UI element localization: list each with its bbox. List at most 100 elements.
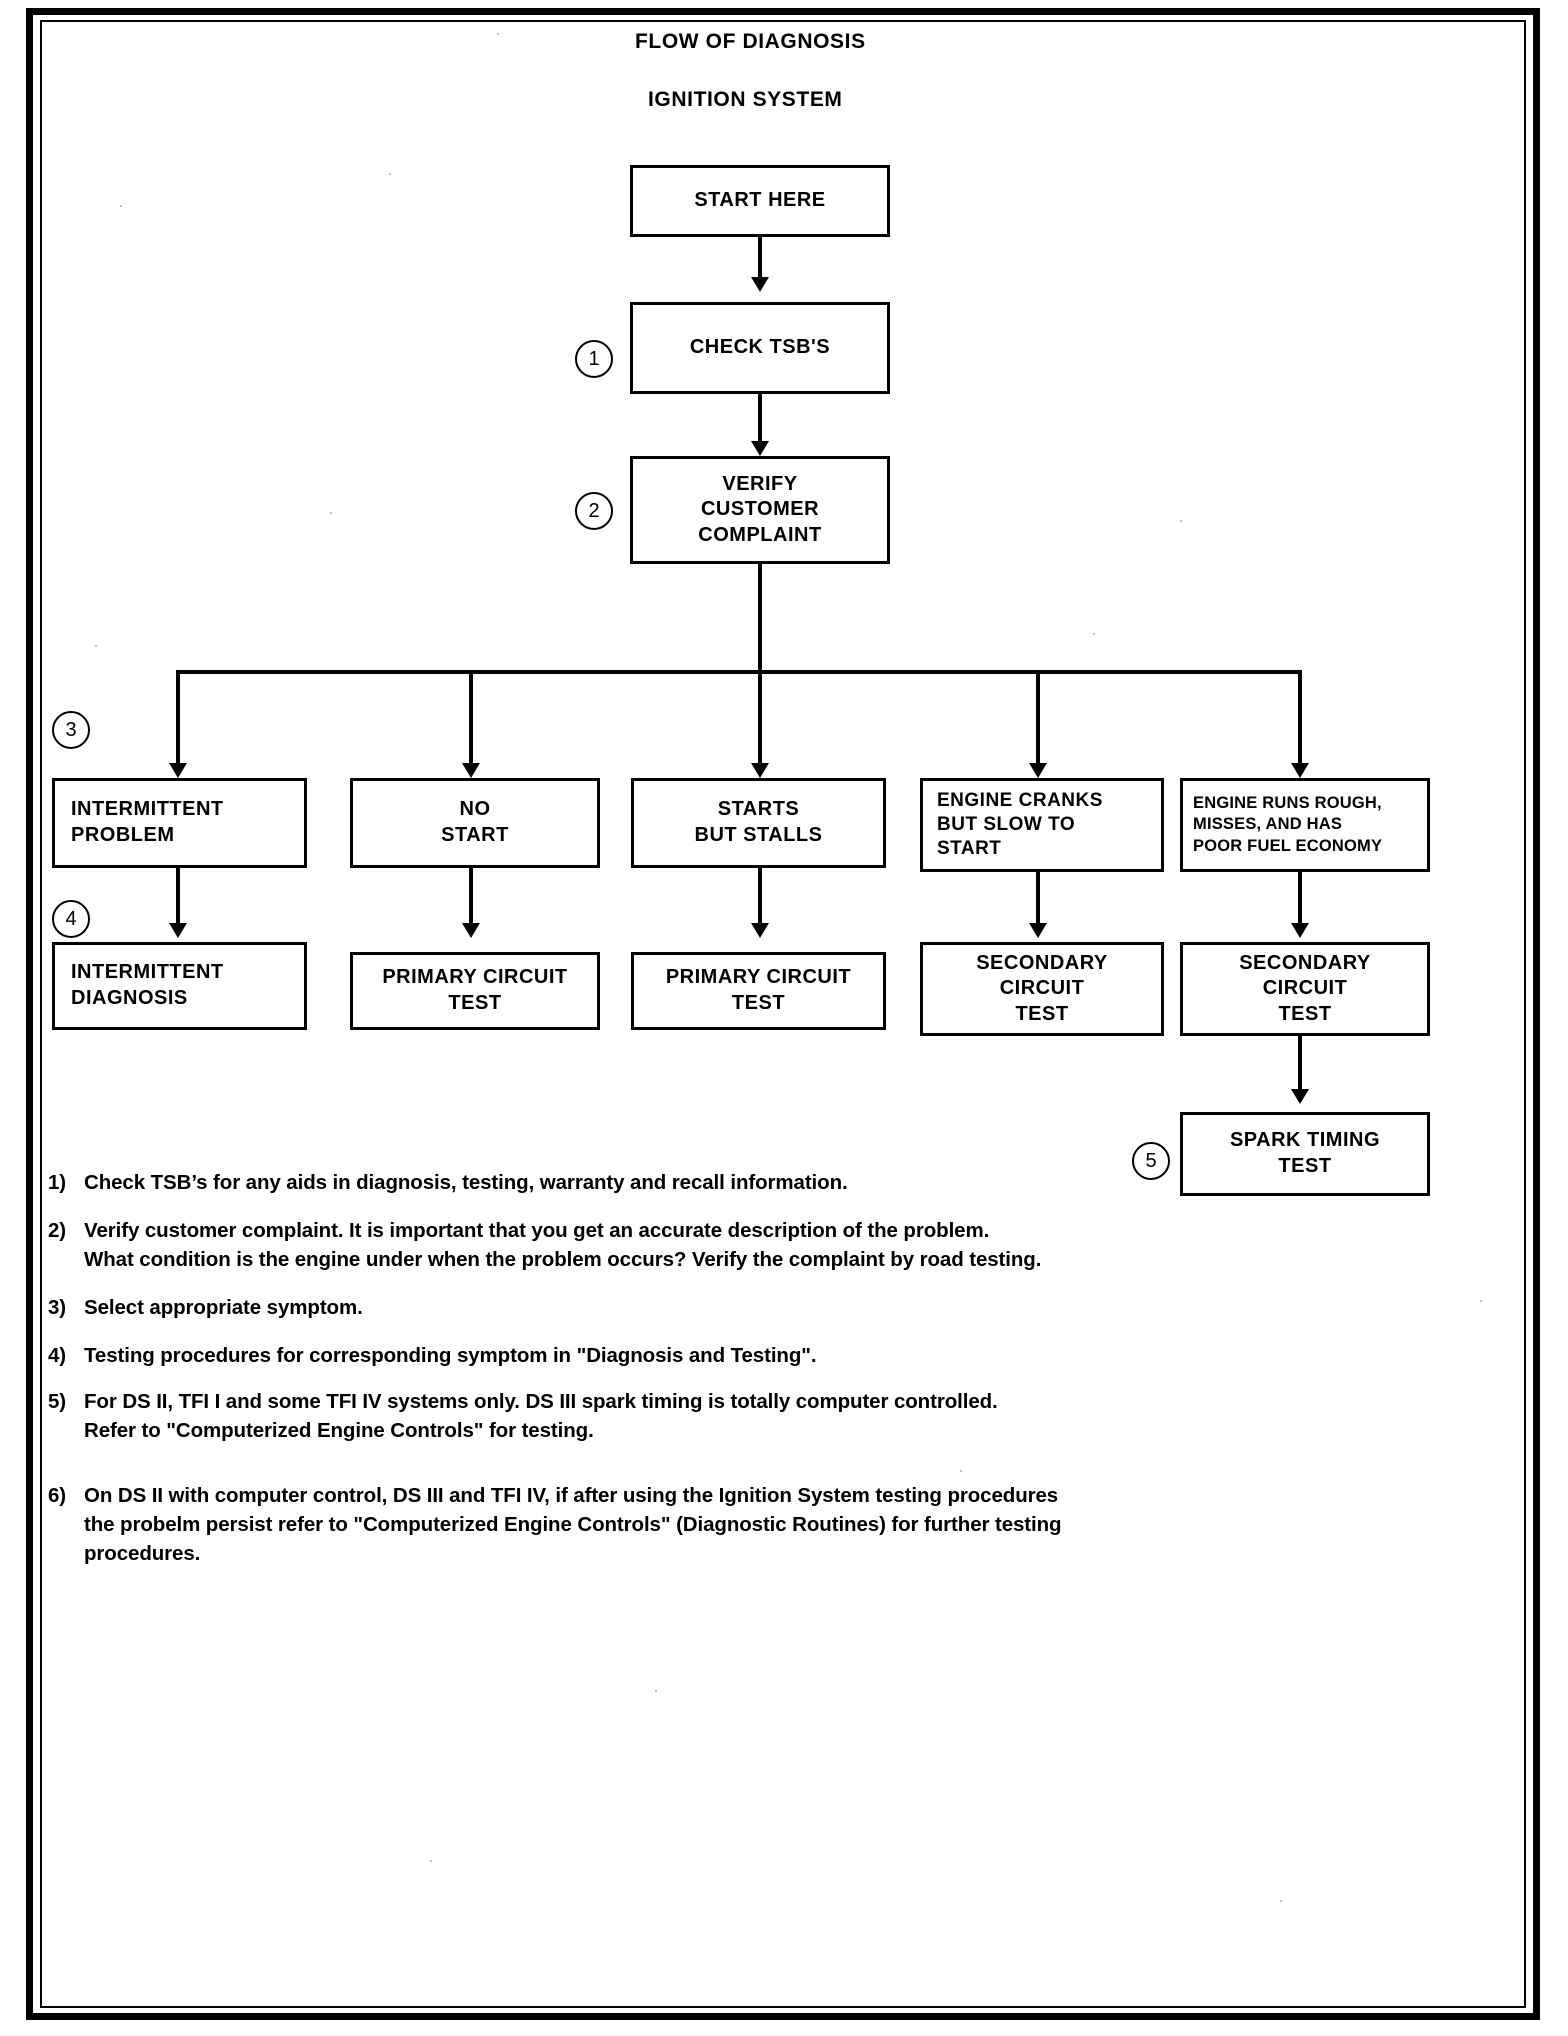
flow-marker-3-label: 3	[65, 718, 77, 741]
branch-drop-5	[1298, 670, 1302, 770]
scan-speck	[1480, 1300, 1482, 1302]
scan-speck	[95, 645, 97, 647]
arrowhead-branch-1	[169, 763, 187, 778]
note-2-number: 2)	[48, 1219, 67, 1243]
flow-marker-5-label: 5	[1145, 1149, 1157, 1172]
note-6-line-1: On DS II with computer control, DS III a…	[84, 1483, 1059, 1507]
note-2-line-2: What condition is the engine under when …	[84, 1248, 1042, 1272]
scan-speck	[655, 1690, 657, 1692]
flow-node-spark-timing-test-label: SPARK TIMING TEST	[1229, 1129, 1381, 1177]
arrowhead-branch-3	[751, 763, 769, 778]
flow-marker-5: 5	[1132, 1142, 1170, 1180]
flow-node-verify-complaint[interactable]: VERIFY CUSTOMER COMPLAINT	[630, 456, 890, 564]
note-item-3: 3) Select appropriate symptom.	[48, 1293, 1428, 1322]
note-3-line-1: Select appropriate symptom.	[84, 1296, 363, 1320]
flow-node-engine-runs-rough-label: ENGINE RUNS ROUGH, MISSES, AND HAS POOR …	[1193, 794, 1383, 855]
arrowhead-sym5-to-test5	[1291, 923, 1309, 938]
flow-marker-4: 4	[52, 900, 90, 938]
flow-node-verify-complaint-label: VERIFY CUSTOMER COMPLAINT	[698, 472, 822, 546]
flow-marker-3: 3	[52, 711, 90, 749]
arrowhead-sym1-to-test1	[169, 923, 187, 938]
flow-node-engine-cranks-slow-label: ENGINE CRANKS BUT SLOW TO START	[937, 789, 1103, 860]
branch-drop-1	[176, 670, 180, 770]
flow-node-primary-circuit-test-1-label: PRIMARY CIRCUIT TEST	[382, 966, 568, 1014]
note-3-number: 3)	[48, 1296, 67, 1320]
scan-speck	[1180, 520, 1182, 522]
connector-verify-to-bus	[758, 564, 762, 674]
note-4-number: 4)	[48, 1344, 67, 1368]
flow-node-no-start[interactable]: NO START	[350, 778, 600, 868]
note-item-1: 1) Check TSB’s for any aids in diagnosis…	[48, 1168, 1428, 1197]
scan-speck	[960, 1470, 962, 1472]
flow-node-spark-timing-test[interactable]: SPARK TIMING TEST	[1180, 1112, 1430, 1196]
note-6-line-2: the probelm persist refer to "Computeriz…	[84, 1512, 1062, 1536]
flow-node-starts-but-stalls[interactable]: STARTS BUT STALLS	[631, 778, 886, 868]
flow-node-starts-but-stalls-label: STARTS BUT STALLS	[694, 798, 823, 846]
flow-node-primary-circuit-test-2-label: PRIMARY CIRCUIT TEST	[665, 966, 852, 1014]
note-item-6: 6) On DS II with computer control, DS II…	[48, 1481, 1428, 1568]
note-6-line-3: procedures.	[84, 1541, 201, 1565]
note-item-2: 2) Verify customer complaint. It is impo…	[48, 1216, 1428, 1274]
flow-node-secondary-circuit-test-1[interactable]: SECONDARY CIRCUIT TEST	[920, 942, 1164, 1036]
page-title: FLOW OF DIAGNOSIS	[635, 30, 866, 53]
flow-marker-1-label: 1	[588, 347, 600, 370]
arrowhead-start-to-check	[751, 277, 769, 292]
arrowhead-sym4-to-test4	[1029, 923, 1047, 938]
page-subtitle: IGNITION SYSTEM	[648, 88, 843, 111]
note-5-line-2: Refer to "Computerized Engine Controls" …	[84, 1418, 594, 1442]
branch-bus-horizontal	[176, 670, 1300, 674]
branch-drop-4	[1036, 670, 1040, 770]
flow-node-check-tsbs-label: CHECK TSB'S	[689, 336, 831, 359]
flow-node-engine-runs-rough[interactable]: ENGINE RUNS ROUGH, MISSES, AND HAS POOR …	[1180, 778, 1430, 872]
note-4-line-1: Testing procedures for corresponding sym…	[84, 1344, 817, 1368]
flow-marker-2-label: 2	[588, 499, 600, 522]
arrowhead-branch-2	[462, 763, 480, 778]
scan-speck	[330, 512, 332, 514]
arrowhead-check-to-verify	[751, 441, 769, 456]
note-item-5: 5) For DS II, TFI I and some TFI IV syst…	[48, 1387, 1428, 1445]
scan-speck	[389, 173, 391, 175]
arrowhead-branch-4	[1029, 763, 1047, 778]
flow-node-intermittent-diagnosis[interactable]: INTERMITTENT DIAGNOSIS	[52, 942, 307, 1030]
connector-sym5-to-test5	[1298, 872, 1302, 930]
note-2-line-1: Verify customer complaint. It is importa…	[84, 1219, 990, 1243]
flow-node-primary-circuit-test-1[interactable]: PRIMARY CIRCUIT TEST	[350, 952, 600, 1030]
scan-speck	[1093, 633, 1095, 635]
flow-marker-4-label: 4	[65, 907, 77, 930]
flow-node-secondary-circuit-test-1-label: SECONDARY CIRCUIT TEST	[976, 951, 1108, 1025]
flow-node-intermittent-diagnosis-label: INTERMITTENT DIAGNOSIS	[71, 961, 224, 1009]
flow-node-secondary-circuit-test-2[interactable]: SECONDARY CIRCUIT TEST	[1180, 942, 1430, 1036]
connector-start-to-check	[758, 237, 762, 284]
notes-list: 1) Check TSB’s for any aids in diagnosis…	[48, 1168, 1428, 1587]
flow-node-intermittent-problem-label: INTERMITTENT PROBLEM	[71, 798, 224, 846]
flow-node-secondary-circuit-test-2-label: SECONDARY CIRCUIT TEST	[1239, 951, 1371, 1025]
branch-drop-2	[469, 670, 473, 770]
scan-speck	[497, 33, 499, 35]
connector-check-to-verify	[758, 394, 762, 448]
flow-node-start[interactable]: START HERE	[630, 165, 890, 237]
scan-speck	[430, 1860, 432, 1862]
flow-node-start-label: START HERE	[694, 189, 826, 212]
flow-node-engine-cranks-slow[interactable]: ENGINE CRANKS BUT SLOW TO START	[920, 778, 1164, 872]
connector-sym4-to-test4	[1036, 872, 1040, 930]
note-5-line-1: For DS II, TFI I and some TFI IV systems…	[84, 1389, 998, 1413]
scan-speck	[1280, 1900, 1282, 1902]
branch-drop-3	[758, 670, 762, 770]
scan-speck	[120, 205, 122, 207]
arrowhead-test5-to-spark	[1291, 1089, 1309, 1104]
flow-marker-1: 1	[575, 340, 613, 378]
note-6-number: 6)	[48, 1483, 67, 1507]
connector-sym3-to-test3	[758, 868, 762, 930]
flow-node-no-start-label: NO START	[441, 798, 509, 846]
note-1-number: 1)	[48, 1171, 67, 1194]
flow-marker-2: 2	[575, 492, 613, 530]
page-outer-border	[26, 8, 1540, 2020]
arrowhead-sym2-to-test2	[462, 923, 480, 938]
flow-node-check-tsbs[interactable]: CHECK TSB'S	[630, 302, 890, 394]
note-1-line-1: Check TSB’s for any aids in diagnosis, t…	[84, 1171, 848, 1194]
page-inner-border	[40, 20, 1526, 2008]
flow-node-primary-circuit-test-2[interactable]: PRIMARY CIRCUIT TEST	[631, 952, 886, 1030]
flow-node-intermittent-problem[interactable]: INTERMITTENT PROBLEM	[52, 778, 307, 868]
note-5-number: 5)	[48, 1389, 67, 1413]
